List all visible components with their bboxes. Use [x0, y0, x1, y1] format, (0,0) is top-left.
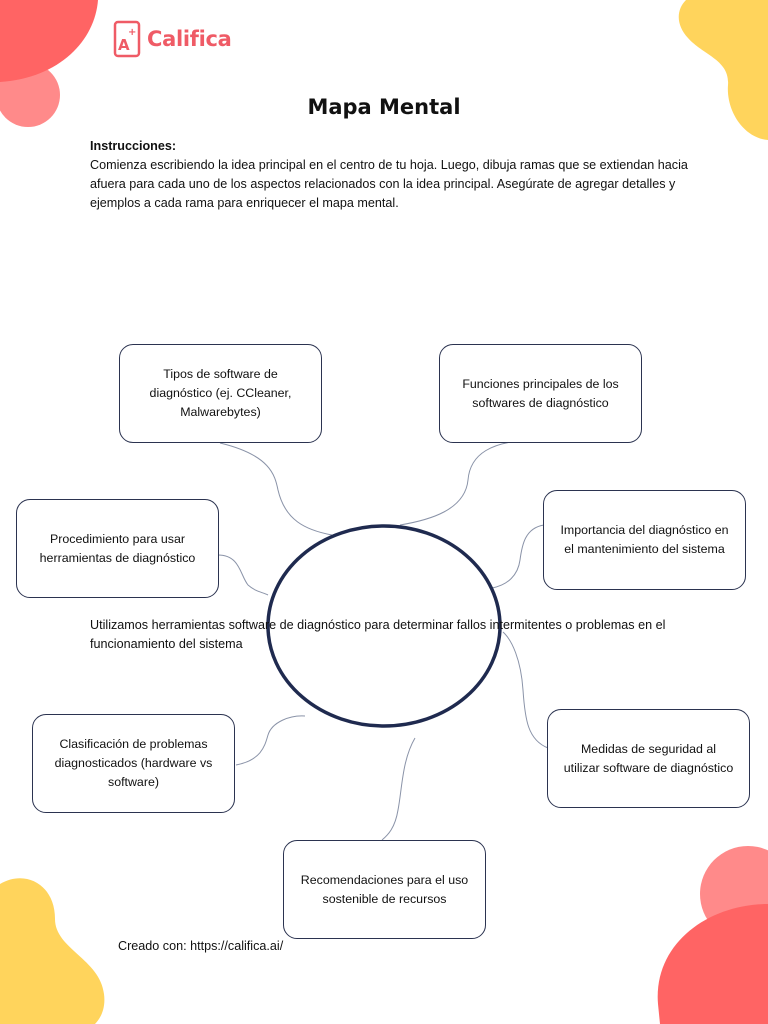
- connector-tipos: [219, 442, 333, 536]
- branch-node-funciones-principales: Funciones principales de los softwares d…: [439, 344, 642, 443]
- connector-importancia: [491, 524, 545, 589]
- a-plus-document-icon: A +: [113, 20, 141, 58]
- branch-node-clasificacion: Clasificación de problemas diagnosticado…: [32, 714, 235, 813]
- branch-node-tipos-software: Tipos de software de diagnóstico (ej. CC…: [119, 344, 322, 443]
- decorative-yellow-blob-top-right: [678, 0, 768, 140]
- central-ellipse: [266, 524, 502, 728]
- connector-medidas: [502, 631, 549, 749]
- central-idea-text: Utilizamos herramientas software de diag…: [90, 618, 666, 651]
- instructions-block: Instrucciones: Comienza escribiendo la i…: [90, 137, 690, 213]
- branch-node-importancia: Importancia del diagnóstico en el manten…: [543, 490, 746, 590]
- decorative-red-blob-top-left: [0, 0, 98, 127]
- brand-name: Califica: [147, 27, 232, 51]
- connector-recomendaciones: [381, 737, 416, 841]
- footer-credit[interactable]: Creado con: https://califica.ai/: [118, 939, 284, 953]
- decorative-yellow-blob-bottom-left: [0, 878, 105, 1024]
- califica-logo[interactable]: A + Califica: [113, 20, 232, 58]
- branch-node-medidas-seguridad: Medidas de seguridad al utilizar softwar…: [547, 709, 750, 808]
- svg-text:+: +: [128, 27, 136, 38]
- decorative-red-blob-bottom-right: [657, 846, 768, 1024]
- connector-funciones: [399, 439, 539, 526]
- page-title: Mapa Mental: [307, 95, 461, 119]
- svg-text:A: A: [118, 36, 130, 54]
- instructions-label: Instrucciones:: [90, 139, 177, 153]
- branch-node-procedimiento: Procedimiento para usar herramientas de …: [16, 499, 219, 598]
- connector-clasificacion: [235, 715, 306, 766]
- connector-procedimiento: [217, 554, 269, 596]
- instructions-text: Comienza escribiendo la idea principal e…: [90, 158, 688, 210]
- branch-node-recomendaciones: Recomendaciones para el uso sostenible d…: [283, 840, 486, 939]
